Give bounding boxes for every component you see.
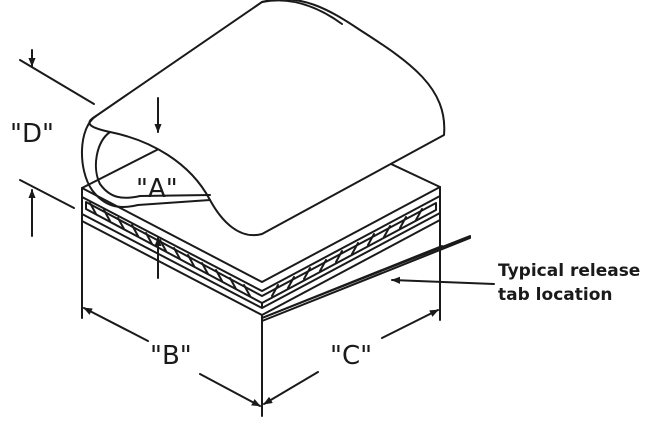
dimension-b <box>81 301 261 407</box>
release-tab-label-line2: tab location <box>498 285 612 305</box>
release-tab <box>261 235 471 322</box>
label-c: "C" <box>330 341 372 371</box>
release-tab-leader <box>391 276 495 285</box>
label-b: "B" <box>150 341 192 371</box>
adhesive-layer <box>85 201 437 304</box>
base-bottom-plate <box>81 212 441 316</box>
release-tab-label-line1: Typical release <box>498 261 640 281</box>
dimension-c <box>261 301 441 417</box>
folded-pad <box>81 0 446 237</box>
label-d: "D" <box>10 119 54 149</box>
dimension-d <box>19 49 95 237</box>
label-a: "A" <box>136 174 178 204</box>
